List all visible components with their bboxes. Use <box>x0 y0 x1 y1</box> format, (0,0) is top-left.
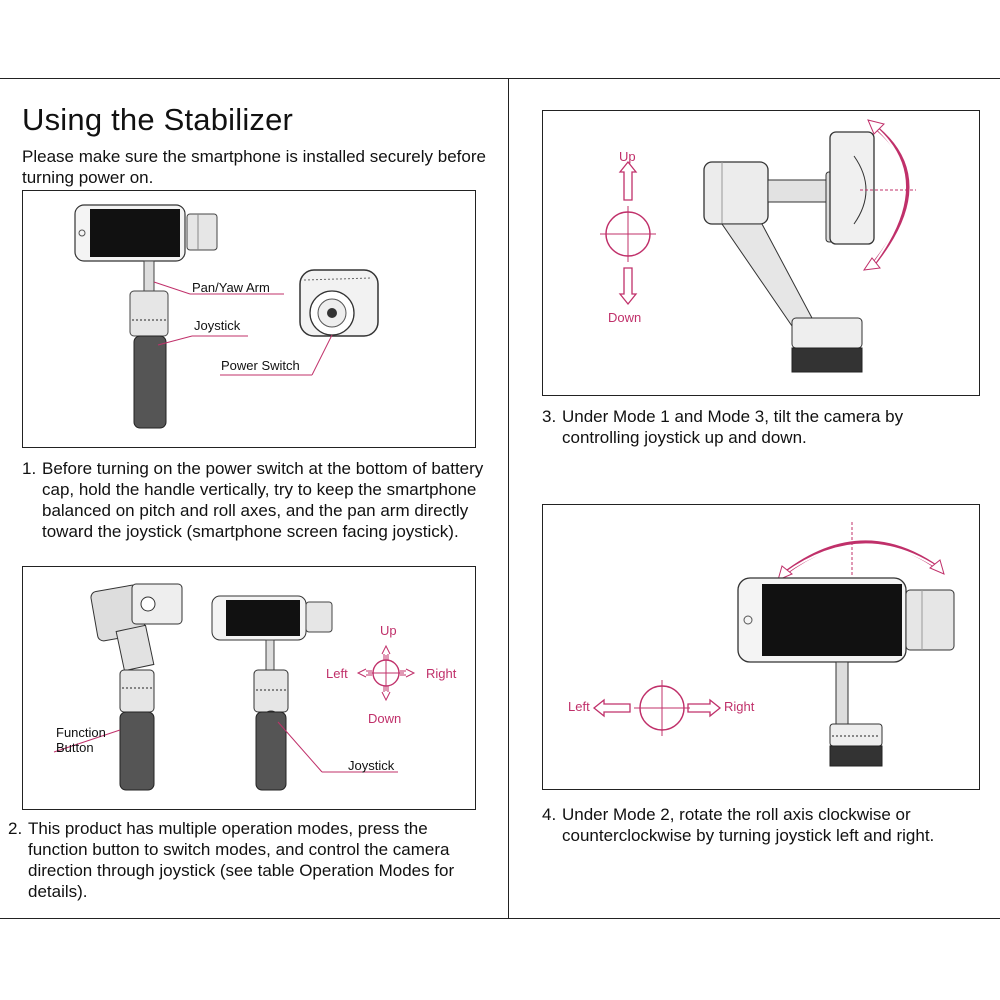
intro-text: Please make sure the smartphone is insta… <box>22 147 486 187</box>
step-4: 4. Under Mode 2, rotate the roll axis cl… <box>542 804 982 846</box>
fig4-left-label: Left <box>568 699 590 714</box>
step-4-text: Under Mode 2, rotate the roll axis clock… <box>562 805 935 845</box>
step-2-text: This product has multiple operation mode… <box>28 819 455 901</box>
step-3-text: Under Mode 1 and Mode 3, tilt the camera… <box>562 407 904 447</box>
step-2: 2. This product has multiple operation m… <box>8 818 488 902</box>
column-divider <box>508 78 509 918</box>
label-function-button: Function Button <box>56 725 106 755</box>
fig2-down-label: Down <box>368 711 402 726</box>
step-3-number: 3. <box>542 407 557 426</box>
fig2-left-label: Left <box>326 666 348 681</box>
figure-4-box <box>542 504 980 790</box>
figure-2-illustration <box>53 583 416 791</box>
step-1-number: 1. <box>22 459 37 478</box>
fig2-right-label: Right <box>426 666 457 681</box>
top-rule <box>0 78 1000 79</box>
step-2-number: 2. <box>8 819 23 838</box>
figure-1-box <box>22 190 476 448</box>
figure-3-illustration <box>600 119 916 373</box>
fig4-right-label: Right <box>724 699 755 714</box>
fig3-down-label: Down <box>608 310 642 325</box>
step-1: 1. Before turning on the power switch at… <box>22 458 492 542</box>
figure-4-illustration <box>592 522 955 767</box>
page-title: Using the Stabilizer <box>22 102 294 137</box>
step-3: 3. Under Mode 1 and Mode 3, tilt the cam… <box>542 406 982 448</box>
figure-3-box <box>542 110 980 396</box>
fig3-up-label: Up <box>619 149 636 164</box>
step-1-text: Before turning on the power switch at th… <box>42 459 484 541</box>
step-4-number: 4. <box>542 805 557 824</box>
label-joystick: Joystick <box>194 318 241 333</box>
label-joystick-fig2: Joystick <box>348 758 395 773</box>
label-power-switch: Power Switch <box>221 358 300 373</box>
fig2-up-label: Up <box>380 623 397 638</box>
figure-1-illustration <box>74 204 379 429</box>
figure-2-box <box>22 566 476 810</box>
label-pan-yaw-arm: Pan/Yaw Arm <box>192 280 270 295</box>
bottom-rule <box>0 918 1000 919</box>
